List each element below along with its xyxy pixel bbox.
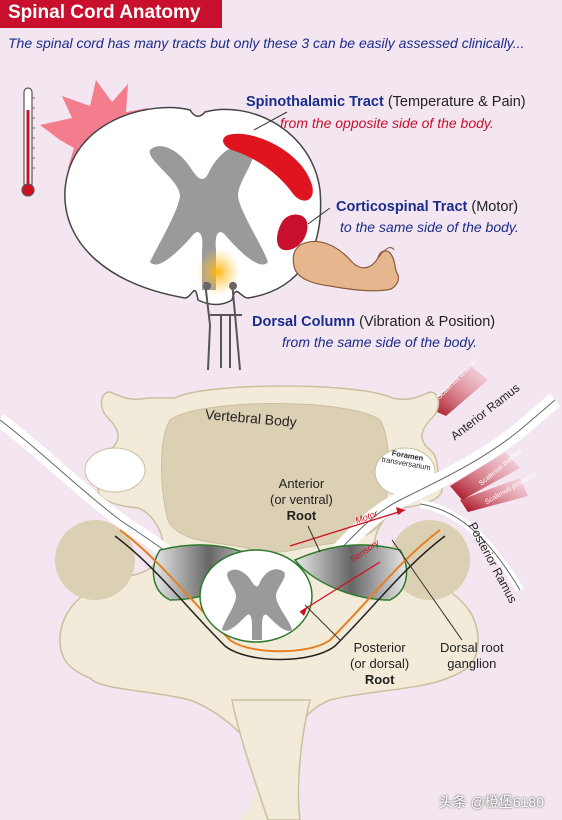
spinothalamic-side-label: from the opposite side of the body. [280, 115, 494, 131]
page-title: Spinal Cord Anatomy [8, 2, 201, 23]
spinal-cord-small [199, 549, 313, 643]
scalenus-muscles [428, 365, 528, 512]
arm-flex-icon [292, 240, 399, 292]
dorsal-root-ganglion-label: Dorsal root ganglion [440, 640, 504, 671]
dorsal-column-label: Dorsal Column (Vibration & Position) [252, 314, 496, 330]
spinothalamic-tract-highlight [223, 133, 313, 201]
page-subtitle: The spinal cord has many tracts but only… [8, 35, 525, 51]
anterior-root-label: Anterior (or ventral) Root [270, 476, 333, 523]
vertebral-body-shape [161, 403, 389, 553]
title-bar [0, 0, 222, 28]
thermometer-icon [21, 87, 35, 197]
spinal-cord-section [64, 106, 322, 306]
spinothalamic-tract-label: Spinothalamic Tract (Temperature & Pain) [246, 94, 526, 110]
corticospinal-tract-label: Corticospinal Tract (Motor) [336, 199, 519, 215]
corticospinal-side-label: to the same side of the body. [340, 219, 519, 235]
watermark: 头条 @橙堡6180 [438, 794, 544, 810]
posterior-root-label: Posterior (or dorsal) Root [350, 640, 410, 687]
corticospinal-tract-highlight [277, 214, 308, 251]
dorsal-column-side-label: from the same side of the body. [282, 334, 478, 350]
